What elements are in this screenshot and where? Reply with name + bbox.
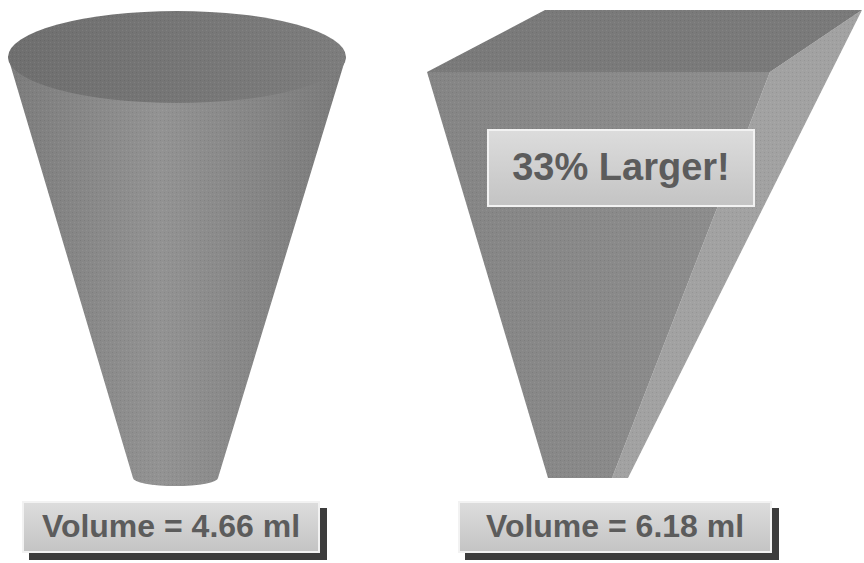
pyramid — [427, 10, 862, 478]
label-text: Volume = 4.66 ml — [42, 509, 300, 544]
volume-label: Volume = 4.66 ml — [22, 501, 320, 553]
cone — [8, 11, 346, 486]
callout-box: 33% Larger! — [487, 129, 755, 207]
label-text: Volume = 6.18 ml — [486, 509, 744, 544]
volume-label: Volume = 6.18 ml — [458, 501, 772, 553]
label-text: 33% Larger! — [512, 147, 730, 189]
